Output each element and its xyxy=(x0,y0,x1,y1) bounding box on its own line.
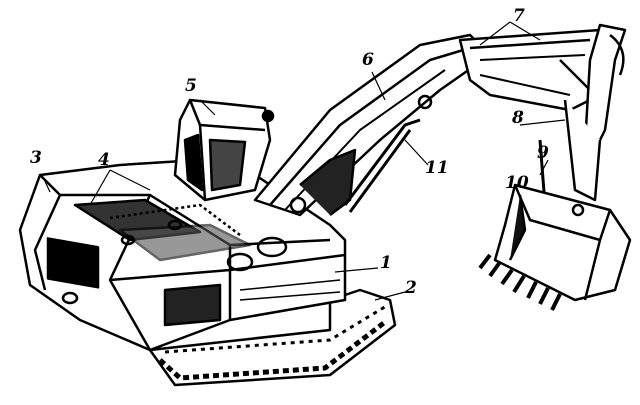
callout-3: 3 xyxy=(30,148,42,168)
callout-leader-lines xyxy=(41,21,566,301)
callout-4: 4 xyxy=(98,150,110,170)
callout-1: 1 xyxy=(380,253,392,273)
callout-10: 10 xyxy=(505,173,529,193)
crawler-track xyxy=(148,288,397,387)
stick-arm xyxy=(458,23,627,206)
bucket xyxy=(478,183,632,311)
callout-2: 2 xyxy=(405,278,417,298)
upper-body xyxy=(18,156,347,352)
callout-6: 6 xyxy=(362,50,374,70)
operator-cab xyxy=(173,98,275,202)
callout-11: 11 xyxy=(425,158,449,178)
callout-8: 8 xyxy=(512,108,524,128)
callout-9: 9 xyxy=(537,143,549,163)
boom xyxy=(253,33,492,217)
callout-7: 7 xyxy=(513,6,525,26)
callout-5: 5 xyxy=(185,76,197,96)
